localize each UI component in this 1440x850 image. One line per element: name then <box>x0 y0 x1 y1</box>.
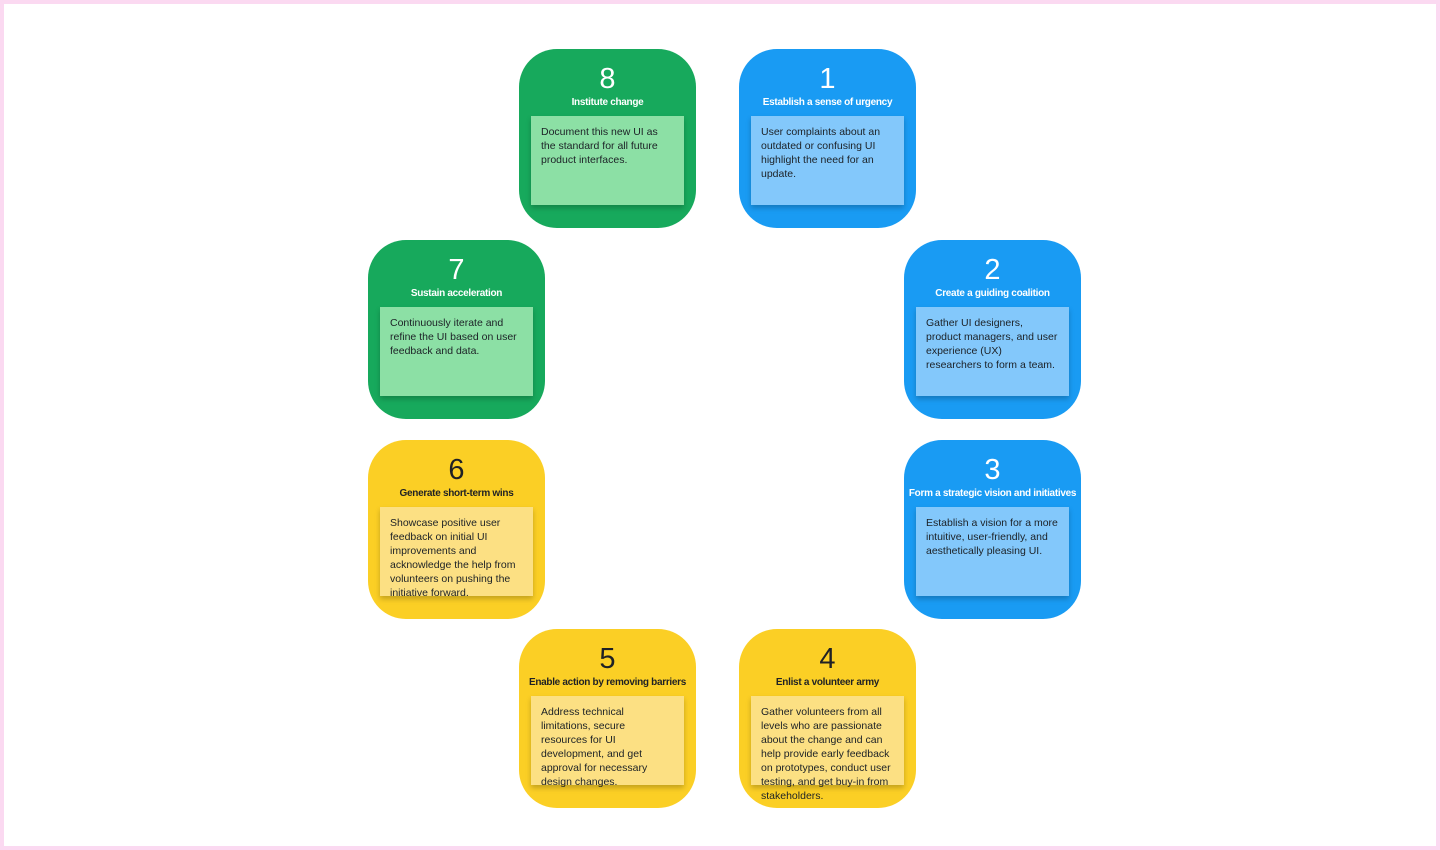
step-2-description: Gather UI designers, product managers, a… <box>926 317 1058 371</box>
step-6-sticky-note[interactable]: Showcase positive user feedback on initi… <box>380 507 533 599</box>
step-1-sticky-note[interactable]: User complaints about an outdated or con… <box>751 116 904 205</box>
step-4-sticky-note[interactable]: Gather volunteers from all levels who ar… <box>751 696 904 802</box>
step-5-sticky-note[interactable]: Address technical limitations, secure re… <box>531 696 684 788</box>
step-card-8[interactable]: 8 Institute change Document this new UI … <box>519 49 696 228</box>
step-1-number: 1 <box>819 63 836 95</box>
step-3-title: Form a strategic vision and initiatives <box>908 488 1077 499</box>
step-7-number: 7 <box>448 254 465 286</box>
step-7-sticky-note[interactable]: Continuously iterate and refine the UI b… <box>380 307 533 396</box>
step-7-description: Continuously iterate and refine the UI b… <box>390 317 517 357</box>
step-4-number: 4 <box>819 643 836 675</box>
step-8-sticky-note[interactable]: Document this new UI as the standard for… <box>531 116 684 205</box>
step-8-number: 8 <box>599 63 616 95</box>
step-4-description: Gather volunteers from all levels who ar… <box>761 706 891 802</box>
step-5-description: Address technical limitations, secure re… <box>541 706 648 788</box>
step-card-2[interactable]: 2 Create a guiding coalition Gather UI d… <box>904 240 1081 419</box>
step-card-5[interactable]: 5 Enable action by removing barriers Add… <box>519 629 696 808</box>
step-7-title: Sustain acceleration <box>410 288 503 299</box>
step-6-title: Generate short-term wins <box>399 488 514 499</box>
step-1-title: Establish a sense of urgency <box>762 97 893 108</box>
step-3-number: 3 <box>984 454 1001 486</box>
step-1-description: User complaints about an outdated or con… <box>761 126 881 180</box>
step-card-7[interactable]: 7 Sustain acceleration Continuously iter… <box>368 240 545 419</box>
step-5-title: Enable action by removing barriers <box>528 677 687 688</box>
step-3-description: Establish a vision for a more intuitive,… <box>926 517 1058 557</box>
step-8-description: Document this new UI as the standard for… <box>541 126 658 166</box>
step-card-4[interactable]: 4 Enlist a volunteer army Gather volunte… <box>739 629 916 808</box>
step-8-title: Institute change <box>571 97 644 108</box>
step-6-number: 6 <box>448 454 465 486</box>
step-5-number: 5 <box>599 643 616 675</box>
step-2-sticky-note[interactable]: Gather UI designers, product managers, a… <box>916 307 1069 396</box>
step-6-description: Showcase positive user feedback on initi… <box>390 517 516 599</box>
step-card-3[interactable]: 3 Form a strategic vision and initiative… <box>904 440 1081 619</box>
step-card-6[interactable]: 6 Generate short-term wins Showcase posi… <box>368 440 545 619</box>
step-2-title: Create a guiding coalition <box>935 288 1050 299</box>
step-4-title: Enlist a volunteer army <box>775 677 880 688</box>
step-card-1[interactable]: 1 Establish a sense of urgency User comp… <box>739 49 916 228</box>
step-2-number: 2 <box>984 254 1001 286</box>
step-3-sticky-note[interactable]: Establish a vision for a more intuitive,… <box>916 507 1069 596</box>
